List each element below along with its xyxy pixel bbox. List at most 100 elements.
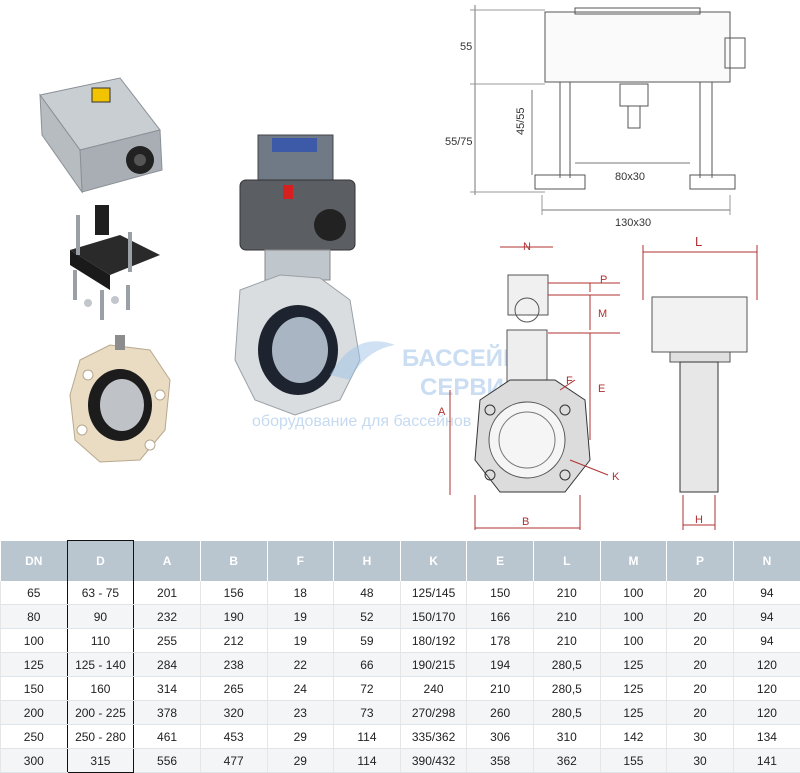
table-cell: 378 [134, 701, 201, 725]
table-cell: 73 [334, 701, 401, 725]
table-cell: 18 [267, 581, 334, 605]
table-cell: 320 [200, 701, 267, 725]
table-cell: 24 [267, 677, 334, 701]
table-cell: 125 [600, 701, 667, 725]
column-header: P [667, 541, 734, 582]
column-header: B [200, 541, 267, 582]
table-cell: 284 [134, 653, 201, 677]
table-cell: 114 [334, 749, 401, 773]
table-cell: 194 [467, 653, 534, 677]
table-cell: 210 [534, 581, 601, 605]
table-cell: 120 [733, 653, 800, 677]
table-cell: 100 [600, 581, 667, 605]
table-cell: 125 [600, 677, 667, 701]
dim-H: H [695, 514, 703, 526]
table-cell: 362 [534, 749, 601, 773]
table-cell: 156 [200, 581, 267, 605]
dim-L: L [695, 234, 702, 249]
table-cell: 358 [467, 749, 534, 773]
table-cell: 314 [134, 677, 201, 701]
table-cell: 260 [467, 701, 534, 725]
table-cell: 20 [667, 653, 734, 677]
table-cell: 48 [334, 581, 401, 605]
table-cell: 29 [267, 749, 334, 773]
product-figure: БАССЕЙН СЕРВИС оборудование для бассейно… [0, 0, 800, 535]
table-cell: 155 [600, 749, 667, 773]
bracket-photo [70, 205, 160, 320]
table-cell: 310 [534, 725, 601, 749]
table-cell: 100 [1, 629, 68, 653]
table-cell: 166 [467, 605, 534, 629]
table-cell: 134 [733, 725, 800, 749]
dim-M: M [598, 308, 607, 320]
table-cell: 201 [134, 581, 201, 605]
column-header: F [267, 541, 334, 582]
table-cell: 390/432 [400, 749, 467, 773]
table-cell: 19 [267, 605, 334, 629]
figure-svg: БАССЕЙН СЕРВИС оборудование для бассейно… [0, 0, 800, 535]
table-cell: 556 [134, 749, 201, 773]
table-cell: 65 [1, 581, 68, 605]
table-cell: 280,5 [534, 701, 601, 725]
table-cell: 22 [267, 653, 334, 677]
table-cell: 160 [67, 677, 134, 701]
table-cell: 240 [400, 677, 467, 701]
table-cell: 190/215 [400, 653, 467, 677]
table-cell: 335/362 [400, 725, 467, 749]
column-header: M [600, 541, 667, 582]
table-cell: 114 [334, 725, 401, 749]
table-cell: 30 [667, 749, 734, 773]
table-cell: 232 [134, 605, 201, 629]
table-cell: 125 [1, 653, 68, 677]
table-cell: 200 [1, 701, 68, 725]
table-cell: 150 [467, 581, 534, 605]
table-cell: 190 [200, 605, 267, 629]
table-cell: 210 [534, 605, 601, 629]
table-cell: 150/170 [400, 605, 467, 629]
table-cell: 212 [200, 629, 267, 653]
table-cell: 280,5 [534, 653, 601, 677]
table-cell: 59 [334, 629, 401, 653]
table-cell: 125/145 [400, 581, 467, 605]
dim-N: N [523, 241, 531, 253]
table-cell: 300 [1, 749, 68, 773]
column-header: K [400, 541, 467, 582]
table-cell: 94 [733, 605, 800, 629]
table-cell: 100 [600, 605, 667, 629]
column-header: D [67, 541, 134, 582]
dim-130x30: 130x30 [615, 217, 651, 229]
table-cell: 265 [200, 677, 267, 701]
table-cell: 30 [667, 725, 734, 749]
column-header: L [534, 541, 601, 582]
table-cell: 210 [467, 677, 534, 701]
table-cell: 110 [67, 629, 134, 653]
table-cell: 200 - 225 [67, 701, 134, 725]
table-cell: 142 [600, 725, 667, 749]
table-cell: 125 - 140 [67, 653, 134, 677]
table-cell: 120 [733, 677, 800, 701]
table-cell: 94 [733, 581, 800, 605]
dim-E: E [598, 383, 605, 395]
table-cell: 461 [134, 725, 201, 749]
dim-55: 55 [460, 41, 472, 53]
table-cell: 52 [334, 605, 401, 629]
table-cell: 20 [667, 701, 734, 725]
table-cell: 255 [134, 629, 201, 653]
table-cell: 125 [600, 653, 667, 677]
column-header: A [134, 541, 201, 582]
table-cell: 270/298 [400, 701, 467, 725]
table-cell: 90 [67, 605, 134, 629]
bracket-drawing [470, 5, 745, 215]
table-cell: 72 [334, 677, 401, 701]
table-cell: 100 [600, 629, 667, 653]
table-cell: 63 - 75 [67, 581, 134, 605]
table-cell: 250 - 280 [67, 725, 134, 749]
